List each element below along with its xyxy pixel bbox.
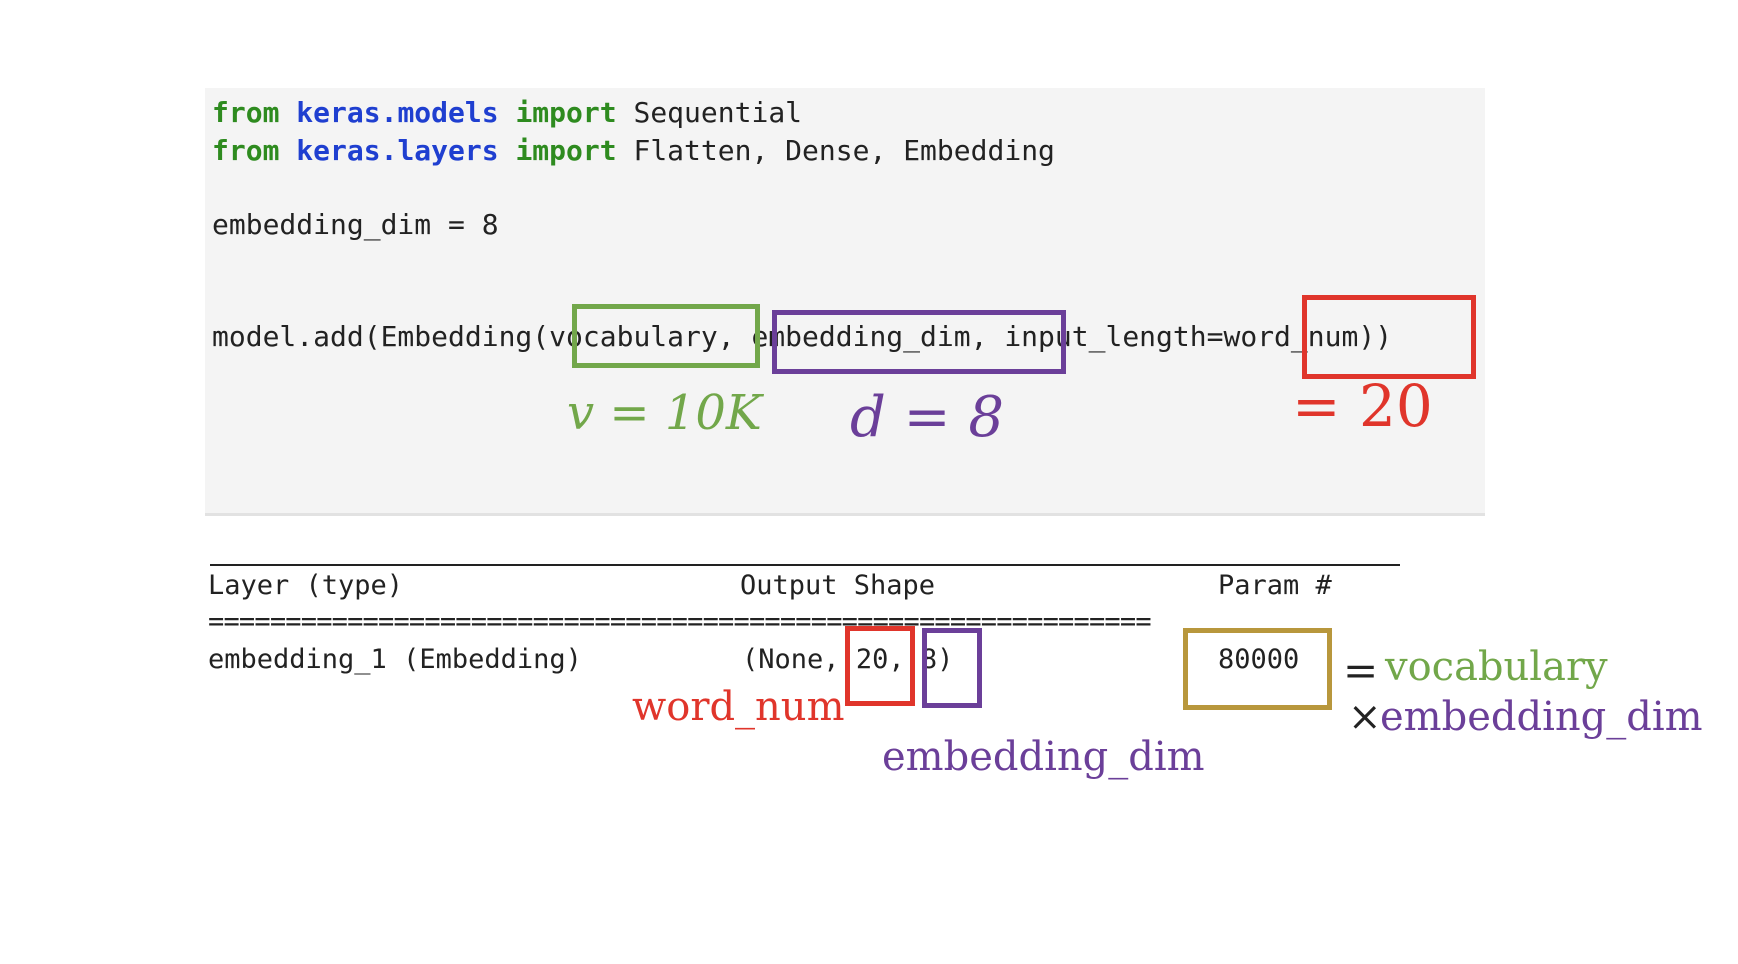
summary-top-rule [210, 564, 1400, 566]
word-num-shape-box [845, 626, 915, 706]
param-embedding-dim-label: embedding_dim [1380, 694, 1703, 740]
arg-embedding-dim: embedding_dim, [734, 320, 988, 353]
embedding-dim-annotation: d = 8 [850, 385, 1004, 450]
code-suffix: ) [1375, 320, 1393, 353]
param-times-sign: × [1348, 694, 1382, 740]
vocab-size-annotation: v = 10K [567, 385, 762, 441]
import-names: Sequential [633, 96, 803, 129]
word-num-annotation: = 20 [1292, 372, 1433, 440]
param-count-box [1183, 628, 1332, 710]
arg-word-num: word_num) [1223, 320, 1376, 353]
row-param-count: 80000 [1218, 644, 1300, 675]
arg-separator: , [717, 320, 735, 353]
param-vocabulary-label: vocabulary [1385, 644, 1608, 690]
output-shape-comma: , [888, 644, 905, 675]
output-shape-open: (None, [742, 644, 840, 675]
import-names: Flatten, Dense, Embedding [633, 134, 1055, 167]
code-line-1: from keras.models import Sequential [212, 96, 802, 129]
param-equals-sign: = [1343, 646, 1379, 695]
code-prefix: model.add(Embedding( [212, 320, 550, 353]
embedding-dim-label: embedding_dim [882, 734, 1205, 780]
header-output-shape: Output Shape [740, 570, 936, 601]
output-dim-word-num: 20 [855, 644, 889, 675]
header-param: Param # [1218, 570, 1332, 601]
arg-vocabulary: vocabulary [549, 320, 718, 353]
code-line-3: embedding_dim = 8 [212, 208, 499, 241]
header-layer: Layer (type) [208, 570, 404, 601]
row-layer-name: embedding_1 (Embedding) [208, 644, 582, 675]
word-num-label: word_num [632, 684, 845, 730]
code-panel [205, 88, 1485, 513]
keyword-from: from [212, 96, 280, 129]
keyword-import: import [515, 96, 617, 129]
module-name: keras.models [296, 96, 499, 129]
word-num-highlight-box [1302, 295, 1476, 379]
code-line-4: model.add(Embedding(vocabulary, embeddin… [212, 320, 1392, 353]
code-line-2: from keras.layers import Flatten, Dense,… [212, 134, 1055, 167]
row-output-shape: (None, 20, 8) [742, 644, 953, 675]
arg-input-length: input_length= [987, 320, 1224, 353]
module-name: keras.layers [296, 134, 499, 167]
keyword-from: from [212, 134, 280, 167]
embedding-dim-shape-box [922, 628, 982, 708]
code-panel-border [205, 513, 1485, 516]
summary-separator: ========================================… [208, 606, 1152, 637]
embedding-dim-highlight-box [772, 310, 1066, 374]
keyword-import: import [515, 134, 617, 167]
vocabulary-highlight-box [572, 304, 760, 368]
